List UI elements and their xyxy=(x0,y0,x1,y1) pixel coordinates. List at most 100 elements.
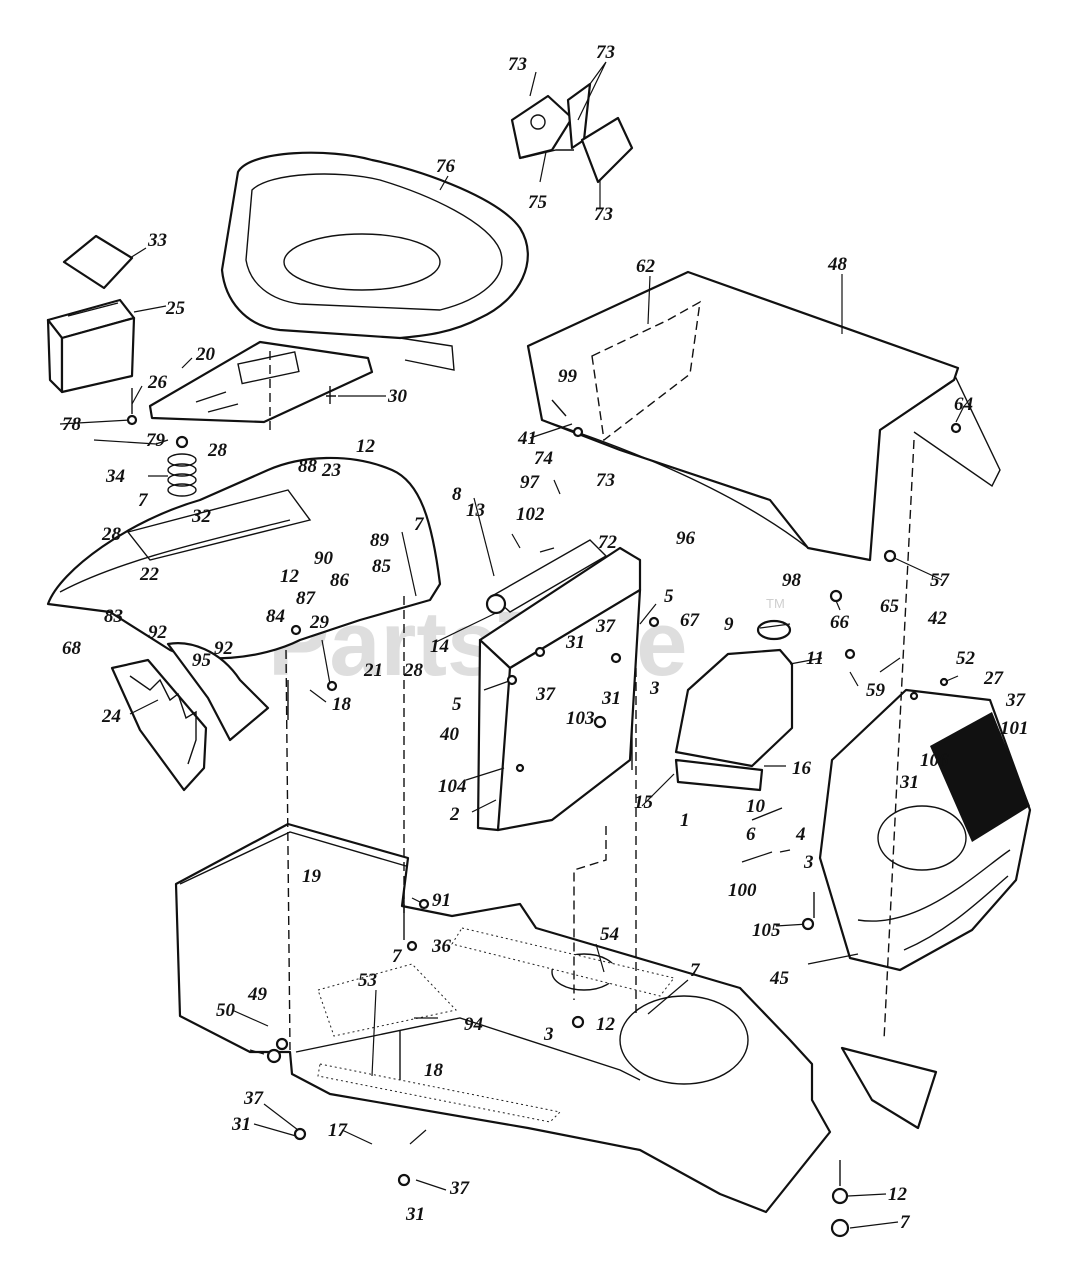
callout-99: 99 xyxy=(558,366,578,387)
callout-67: 67 xyxy=(680,610,701,631)
callout-27: 27 xyxy=(983,668,1005,689)
callout-62: 62 xyxy=(636,256,656,277)
callout-7: 7 xyxy=(690,960,701,981)
callout-21: 21 xyxy=(363,660,383,681)
callout-29: 29 xyxy=(309,612,330,633)
callout-1: 1 xyxy=(680,810,690,831)
callout-73: 73 xyxy=(596,42,615,63)
callout-31: 31 xyxy=(231,1114,251,1135)
callout-74: 74 xyxy=(534,448,553,469)
callout-5: 5 xyxy=(664,586,674,607)
fuel-tank xyxy=(674,619,794,792)
callout-66: 66 xyxy=(830,612,850,633)
fender-skirt xyxy=(110,658,208,792)
callout-23: 23 xyxy=(321,460,341,481)
callout-12: 12 xyxy=(356,436,376,457)
callout-40: 40 xyxy=(439,724,460,745)
callout-31: 31 xyxy=(405,1204,425,1225)
callout-4: 4 xyxy=(795,824,806,845)
callout-59: 59 xyxy=(866,680,886,701)
callout-104: 104 xyxy=(438,776,467,797)
callout-2: 2 xyxy=(449,804,460,825)
callout-97: 97 xyxy=(520,472,541,493)
callout-18: 18 xyxy=(332,694,352,715)
callout-7: 7 xyxy=(900,1212,911,1233)
callout-64: 64 xyxy=(954,394,973,415)
callout-37: 37 xyxy=(243,1088,265,1109)
callout-45: 45 xyxy=(769,968,790,989)
callout-34: 34 xyxy=(105,466,125,487)
seat xyxy=(220,151,529,371)
rear-fender xyxy=(46,456,442,742)
callout-101: 101 xyxy=(1000,718,1029,739)
dash-console xyxy=(476,539,642,832)
callout-78: 78 xyxy=(62,414,82,435)
callout-6: 6 xyxy=(746,824,756,845)
callout-95: 95 xyxy=(192,650,212,671)
callout-30: 30 xyxy=(387,386,408,407)
callout-79: 79 xyxy=(146,430,166,451)
callout-86: 86 xyxy=(330,570,350,591)
callout-17: 17 xyxy=(328,1120,349,1141)
callout-5: 5 xyxy=(452,694,462,715)
frame xyxy=(174,822,938,1214)
watermark-trademark: TM xyxy=(766,596,785,611)
callout-7: 7 xyxy=(138,490,149,511)
callout-91: 91 xyxy=(432,890,451,911)
callout-92: 92 xyxy=(214,638,234,659)
callout-50: 50 xyxy=(216,1000,236,1021)
callout-8: 8 xyxy=(452,484,462,505)
callout-102: 102 xyxy=(516,504,545,525)
callout-98: 98 xyxy=(782,570,802,591)
callout-73: 73 xyxy=(508,54,527,75)
callout-85: 85 xyxy=(372,556,392,577)
callout-3: 3 xyxy=(649,678,660,699)
callout-31: 31 xyxy=(565,632,585,653)
callout-36: 36 xyxy=(431,936,452,957)
callout-16: 16 xyxy=(792,758,812,779)
callout-labels: 73 73 75 73 76 33 25 62 48 20 26 30 78 9… xyxy=(62,42,1029,1233)
callout-84: 84 xyxy=(266,606,285,627)
callout-48: 48 xyxy=(827,254,848,275)
callout-54: 54 xyxy=(600,924,619,945)
callout-3: 3 xyxy=(803,852,814,873)
battery xyxy=(46,234,136,394)
callout-90: 90 xyxy=(314,548,334,569)
callout-11: 11 xyxy=(806,648,824,669)
callout-49: 49 xyxy=(247,984,268,1005)
callout-52: 52 xyxy=(956,648,976,669)
callout-25: 25 xyxy=(165,298,186,319)
callout-28: 28 xyxy=(207,440,228,461)
callout-19: 19 xyxy=(302,866,322,887)
callout-37: 37 xyxy=(595,616,617,637)
callout-37: 37 xyxy=(535,684,557,705)
callout-15: 15 xyxy=(634,792,654,813)
callout-57: 57 xyxy=(930,570,951,591)
alignment-lines xyxy=(269,350,915,1051)
callout-20: 20 xyxy=(195,344,216,365)
callout-12: 12 xyxy=(888,1184,908,1205)
callout-73: 73 xyxy=(596,470,615,491)
callout-41: 41 xyxy=(517,428,537,449)
callout-87: 87 xyxy=(296,588,317,609)
callout-68: 68 xyxy=(62,638,82,659)
callout-83: 83 xyxy=(104,606,123,627)
callout-14: 14 xyxy=(430,636,449,657)
callout-7: 7 xyxy=(414,514,425,535)
seat-pan xyxy=(148,340,374,424)
callout-76: 76 xyxy=(436,156,456,177)
hood xyxy=(526,270,1001,562)
callout-53: 53 xyxy=(358,970,377,991)
seat-spring xyxy=(167,453,197,497)
callout-94: 94 xyxy=(464,1014,483,1035)
callout-28: 28 xyxy=(403,660,424,681)
callout-31: 31 xyxy=(601,688,621,709)
callout-12: 12 xyxy=(596,1014,616,1035)
callout-9: 9 xyxy=(724,614,734,635)
callout-12: 12 xyxy=(280,566,300,587)
callout-73: 73 xyxy=(594,204,613,225)
callout-22: 22 xyxy=(139,564,160,585)
callout-28: 28 xyxy=(101,524,122,545)
callout-26: 26 xyxy=(147,372,168,393)
